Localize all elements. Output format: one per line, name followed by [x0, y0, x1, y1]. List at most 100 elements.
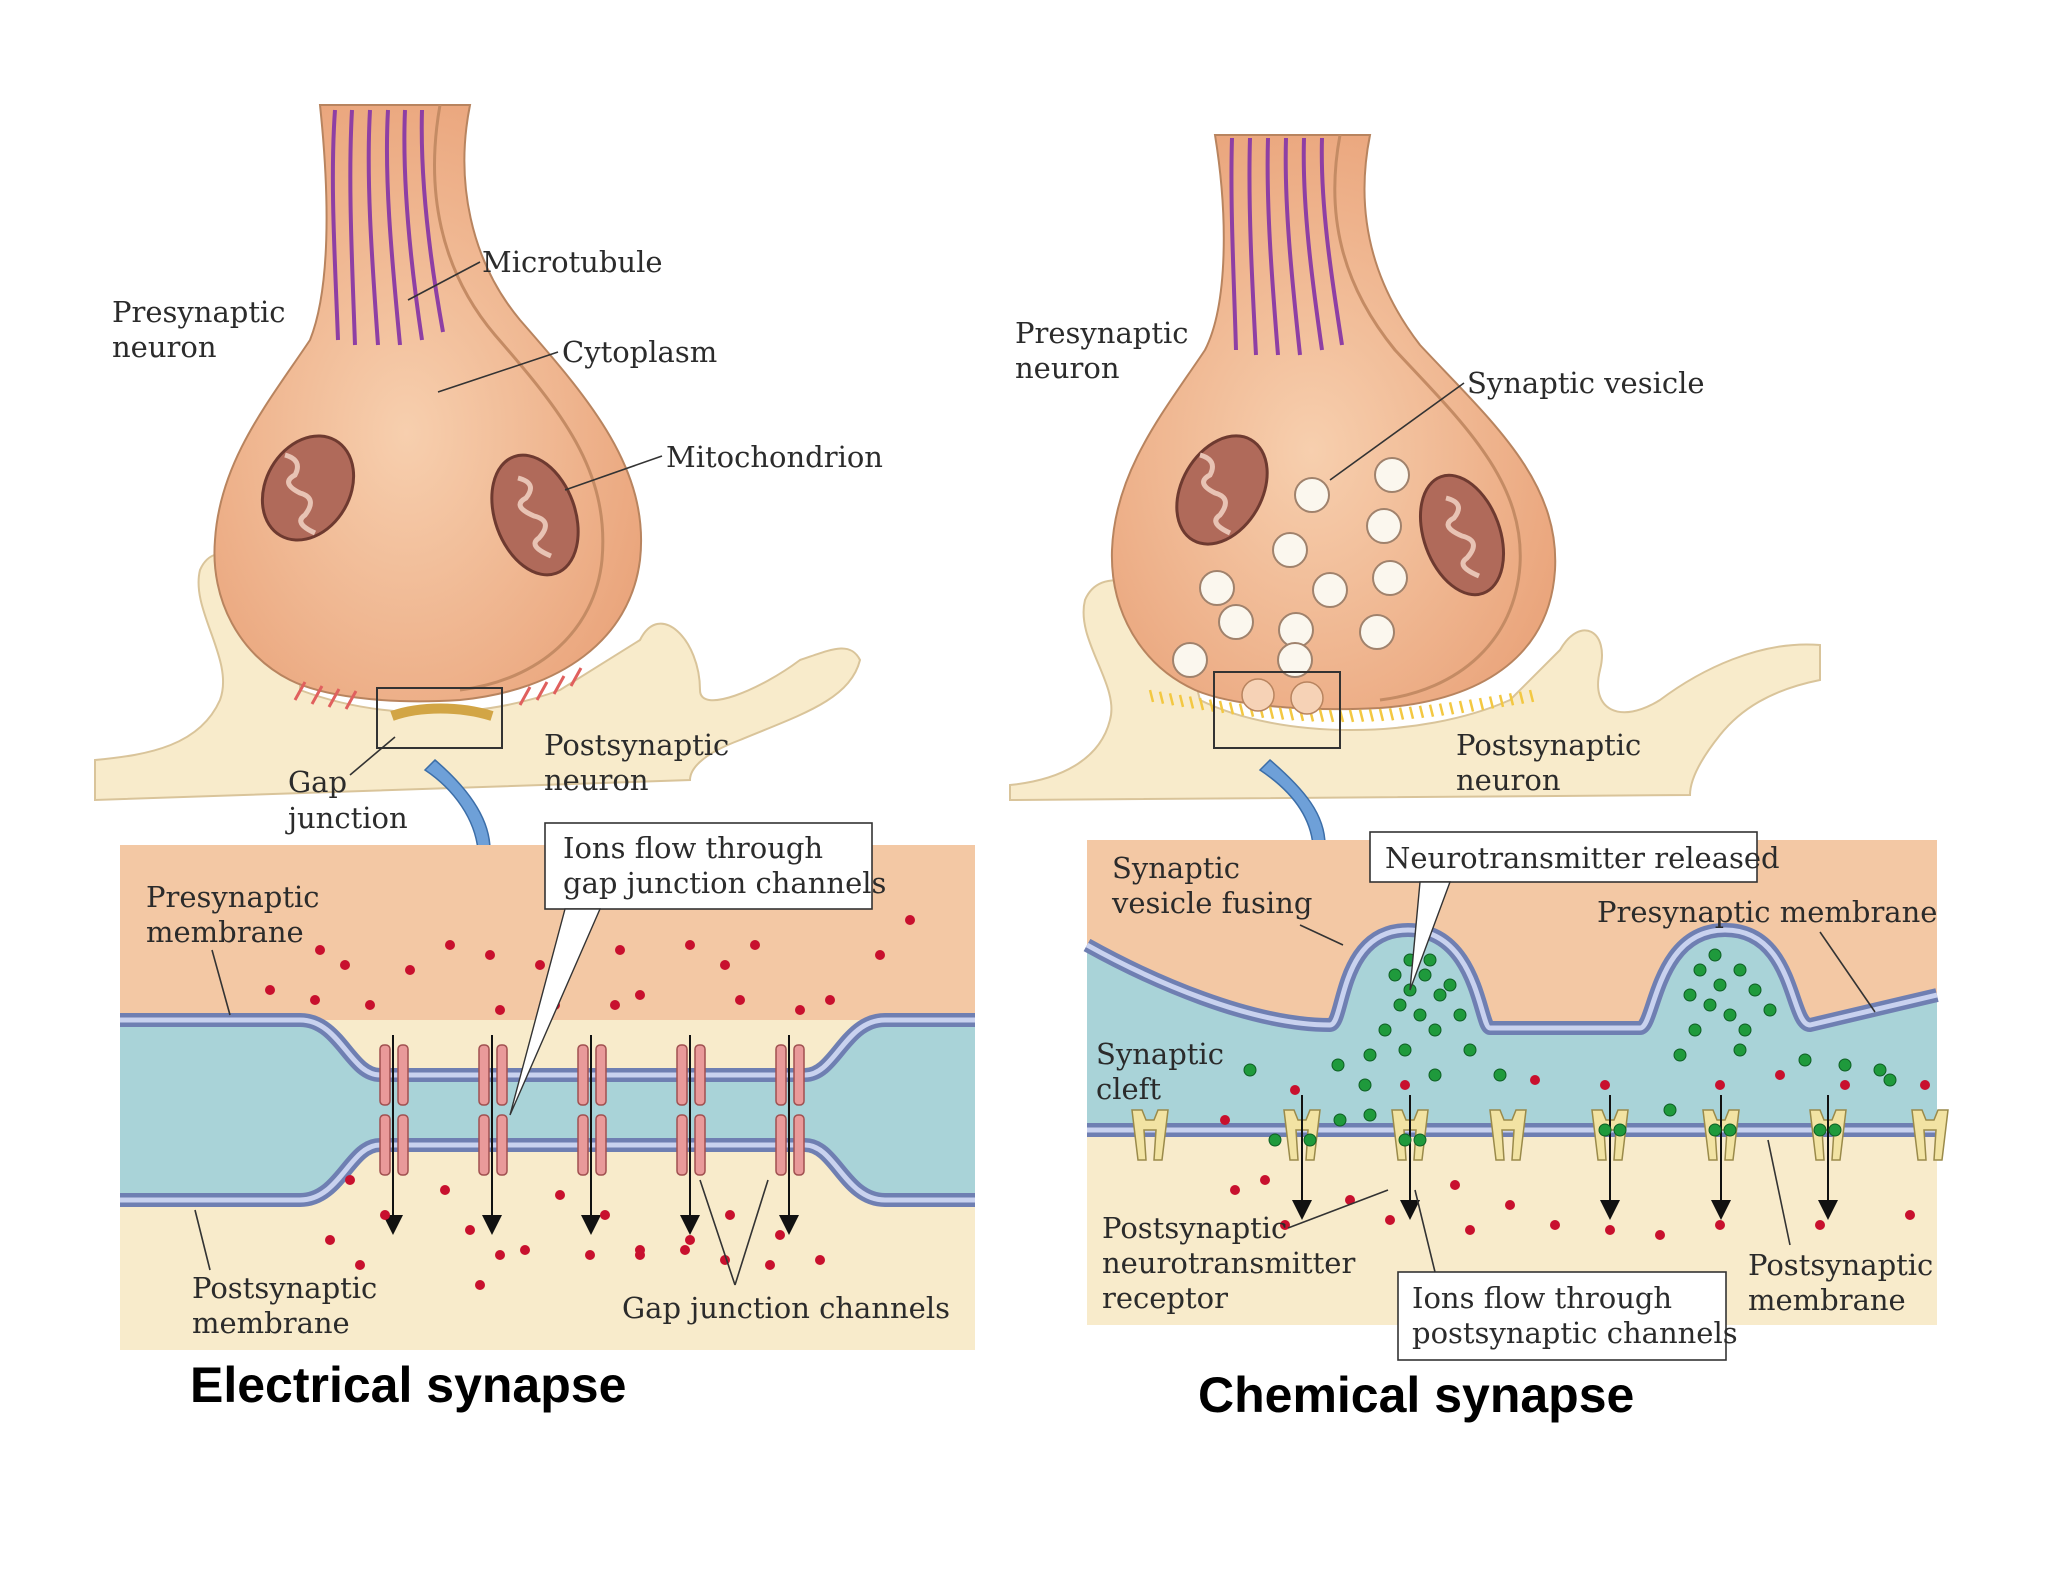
receptor — [1702, 1109, 1740, 1161]
chemical-synapse-panel: Presynaptic neuron Synaptic vesicle Post… — [1009, 134, 1949, 1423]
label-presynaptic-neuron-1: Presynaptic — [112, 295, 286, 329]
ion — [1220, 1115, 1230, 1125]
neurotransmitter — [1423, 953, 1437, 967]
neurotransmitter — [1828, 1123, 1842, 1137]
gap-junction-channel — [676, 1044, 688, 1106]
fringe-mark — [1238, 703, 1245, 716]
ion — [1600, 1080, 1610, 1090]
label-gap-junction-2: junction — [285, 801, 408, 835]
ion — [615, 945, 625, 955]
receptor — [1489, 1109, 1527, 1161]
synaptic-vesicle — [1372, 560, 1408, 596]
ion — [1290, 1085, 1300, 1095]
label-chem-postsynaptic-membrane-1: Postsynaptic — [1748, 1248, 1933, 1282]
neurotransmitter — [1433, 988, 1447, 1002]
label-synaptic-cleft-1: Synaptic — [1096, 1037, 1224, 1071]
label-microtubule: Microtubule — [482, 245, 663, 279]
mitochondrion-right — [490, 453, 580, 577]
fringe-mark — [1228, 701, 1235, 715]
label-chem-ions-flow-2: postsynaptic channels — [1412, 1316, 1738, 1350]
label-ions-flow-2: gap junction channels — [563, 866, 886, 900]
neurotransmitter — [1708, 1123, 1722, 1137]
fringe-mark — [1318, 709, 1325, 723]
neurotransmitter — [1398, 1043, 1412, 1057]
neurotransmitter — [1453, 1008, 1467, 1022]
gap-junction-channel — [496, 1044, 508, 1106]
neurotransmitter — [1333, 1113, 1347, 1127]
label-mitochondrion: Mitochondrion — [666, 440, 883, 474]
label-presynaptic-neuron-2: neuron — [112, 330, 217, 364]
ion — [365, 1000, 375, 1010]
ion — [355, 1260, 365, 1270]
neurotransmitter — [1363, 1108, 1377, 1122]
fringe-mark — [1518, 691, 1525, 704]
neurotransmitter — [1378, 1023, 1392, 1037]
label-postsynaptic-membrane-1: Postsynaptic — [192, 1271, 377, 1305]
receptor — [1131, 1109, 1169, 1161]
ion — [535, 960, 545, 970]
fringe-mark — [1358, 709, 1365, 723]
ion — [315, 945, 325, 955]
neurotransmitter — [1358, 1078, 1372, 1092]
ion — [1450, 1180, 1460, 1190]
receptor — [1809, 1109, 1847, 1161]
gap-junction-channel — [577, 1044, 589, 1106]
ion — [1385, 1215, 1395, 1225]
synaptic-vesicle — [1374, 457, 1410, 493]
neurotransmitter — [1873, 1063, 1887, 1077]
neurotransmitter — [1393, 998, 1407, 1012]
ion — [685, 940, 695, 950]
ion — [875, 950, 885, 960]
label-cytoplasm: Cytoplasm — [562, 335, 717, 369]
neurotransmitter — [1703, 998, 1717, 1012]
synaptic-vesicle — [1366, 508, 1402, 544]
ion — [815, 1255, 825, 1265]
label-presynaptic-membrane-2: membrane — [146, 915, 304, 949]
fringe-mark — [1508, 692, 1515, 706]
ion — [475, 1280, 485, 1290]
ion — [1815, 1220, 1825, 1230]
ions-chemical — [1220, 1070, 1930, 1240]
microtubules-chemical — [1229, 137, 1344, 356]
gap-junction-channel — [676, 1114, 688, 1176]
ion — [1905, 1210, 1915, 1220]
ion — [1505, 1200, 1515, 1210]
receptor — [1391, 1109, 1429, 1161]
ion — [1530, 1075, 1540, 1085]
neurotransmitter — [1733, 1043, 1747, 1057]
label-receptor-2: neurotransmitter — [1102, 1246, 1355, 1280]
label-receptor-1: Postsynaptic — [1102, 1211, 1287, 1245]
fringe-mark — [1428, 704, 1435, 718]
fringe-mark — [1378, 708, 1385, 722]
gap-junction-channel — [379, 1044, 391, 1106]
fringe-mark — [1438, 703, 1445, 716]
gap-junction-zoom-box — [376, 687, 503, 749]
gap-junction-channel — [694, 1044, 706, 1106]
label-synaptic-cleft-2: cleft — [1096, 1072, 1161, 1106]
fringe-mark — [1198, 697, 1205, 711]
fringe-mark — [1388, 708, 1395, 721]
chemical-synapse-title: Chemical synapse — [1198, 1367, 1634, 1423]
microtubules — [330, 109, 445, 346]
fringe-mark — [1478, 697, 1485, 711]
neurotransmitter — [1268, 1133, 1282, 1147]
synaptic-vesicle — [1278, 612, 1314, 648]
ion — [735, 995, 745, 1005]
neurotransmitter — [1413, 1008, 1427, 1022]
ion — [720, 960, 730, 970]
neurotransmitter — [1243, 1063, 1257, 1077]
fringe-mark — [1448, 701, 1455, 715]
gap-junction-channel — [595, 1114, 607, 1176]
ion — [345, 1175, 355, 1185]
mitochondrion-chem-left — [1175, 434, 1269, 546]
ion — [795, 1005, 805, 1015]
synaptic-vesicle — [1359, 614, 1395, 650]
ion — [485, 950, 495, 960]
neurotransmitter — [1708, 948, 1722, 962]
gap-junction-channel — [793, 1114, 805, 1176]
gap-junction-channels — [379, 1035, 805, 1235]
fringe-mark — [1488, 696, 1495, 709]
ions-electrical — [265, 915, 915, 1290]
label-chem-postsynaptic-membrane-2: membrane — [1748, 1283, 1906, 1317]
neurotransmitter — [1413, 1133, 1427, 1147]
